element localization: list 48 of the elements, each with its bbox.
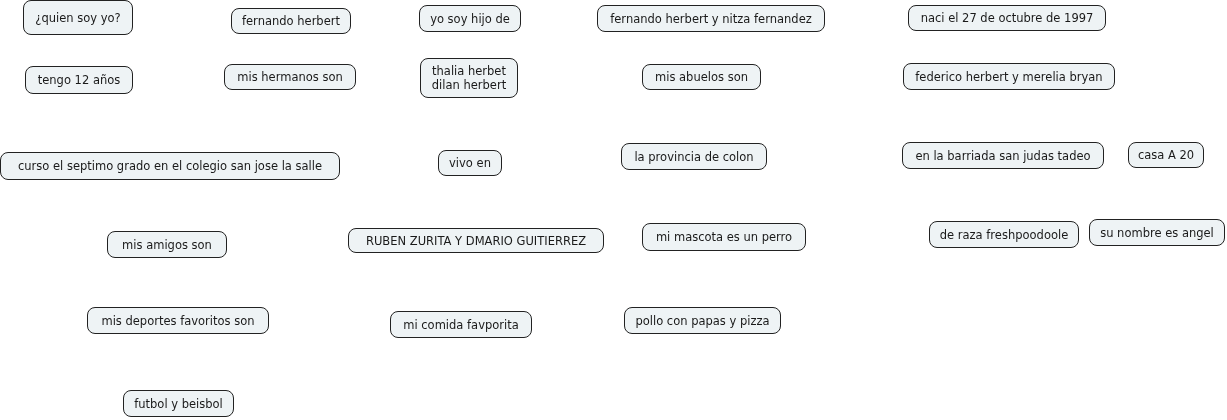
concept-label: mis amigos son: [122, 237, 212, 252]
concept-label: la provincia de colon: [634, 149, 754, 164]
concept-box: [908, 5, 1106, 31]
concept-box: [624, 307, 781, 334]
concept-label: mis hermanos son: [237, 70, 343, 84]
concept-label: mi comida favporita: [403, 317, 519, 332]
concept-label: curso el septimo grado en el colegio san jose la salle: [17, 159, 323, 173]
concept-box: [87, 307, 269, 334]
concept-label: federico herbert y merelia bryan: [915, 69, 1103, 84]
concept-label: mi mascota es un perro: [655, 230, 793, 244]
concept-box: [348, 228, 604, 253]
concept-label: fernando herbert: [242, 14, 340, 28]
concept-box: [224, 64, 356, 90]
concept-box: [902, 142, 1104, 169]
concept-label: yo soy hijo de: [430, 11, 510, 26]
concept-box: [642, 223, 806, 251]
concept-box: [0, 152, 340, 180]
concept-label: thalia herbet dilan herbert: [430, 64, 508, 92]
concept-box: [390, 311, 532, 338]
concept-label: futbol y beisbol: [134, 396, 223, 411]
concept-box: [23, 0, 133, 35]
concept-label: en la barriada san judas tadeo: [915, 148, 1091, 163]
concept-label: de raza freshpoodoole: [939, 227, 1069, 242]
concept-box: [929, 221, 1079, 248]
concept-box: [642, 64, 761, 90]
concept-box: [420, 58, 518, 98]
concept-box: [107, 231, 227, 258]
concept-box: [123, 390, 234, 417]
concept-box: [419, 5, 521, 32]
concept-label: vivo en: [449, 156, 491, 170]
concept-label: naci el 27 de octubre de 1997: [920, 11, 1094, 25]
concept-label: mis abuelos son: [655, 70, 748, 84]
concept-box: [438, 150, 502, 176]
concept-label: mis deportes favoritos son: [101, 313, 255, 328]
concept-label: su nombre es angel: [1100, 225, 1214, 240]
concept-label: casa A 20: [1137, 148, 1195, 162]
concept-label: tengo 12 años: [37, 73, 121, 87]
concept-box: [1089, 219, 1225, 246]
concept-label: RUBEN ZURITA Y DMARIO GUITIERREZ: [365, 233, 587, 248]
concept-box: [1128, 142, 1204, 168]
concept-label: ¿quien soy yo?: [35, 10, 121, 25]
concept-box: [621, 143, 767, 170]
concept-label: pollo con papas y pizza: [635, 313, 770, 328]
concept-box: [903, 63, 1115, 90]
concept-box: [25, 66, 133, 94]
concept-label: fernando herbert y nitza fernandez: [610, 11, 812, 26]
concept-box: [231, 8, 351, 34]
concept-box: [597, 5, 825, 32]
